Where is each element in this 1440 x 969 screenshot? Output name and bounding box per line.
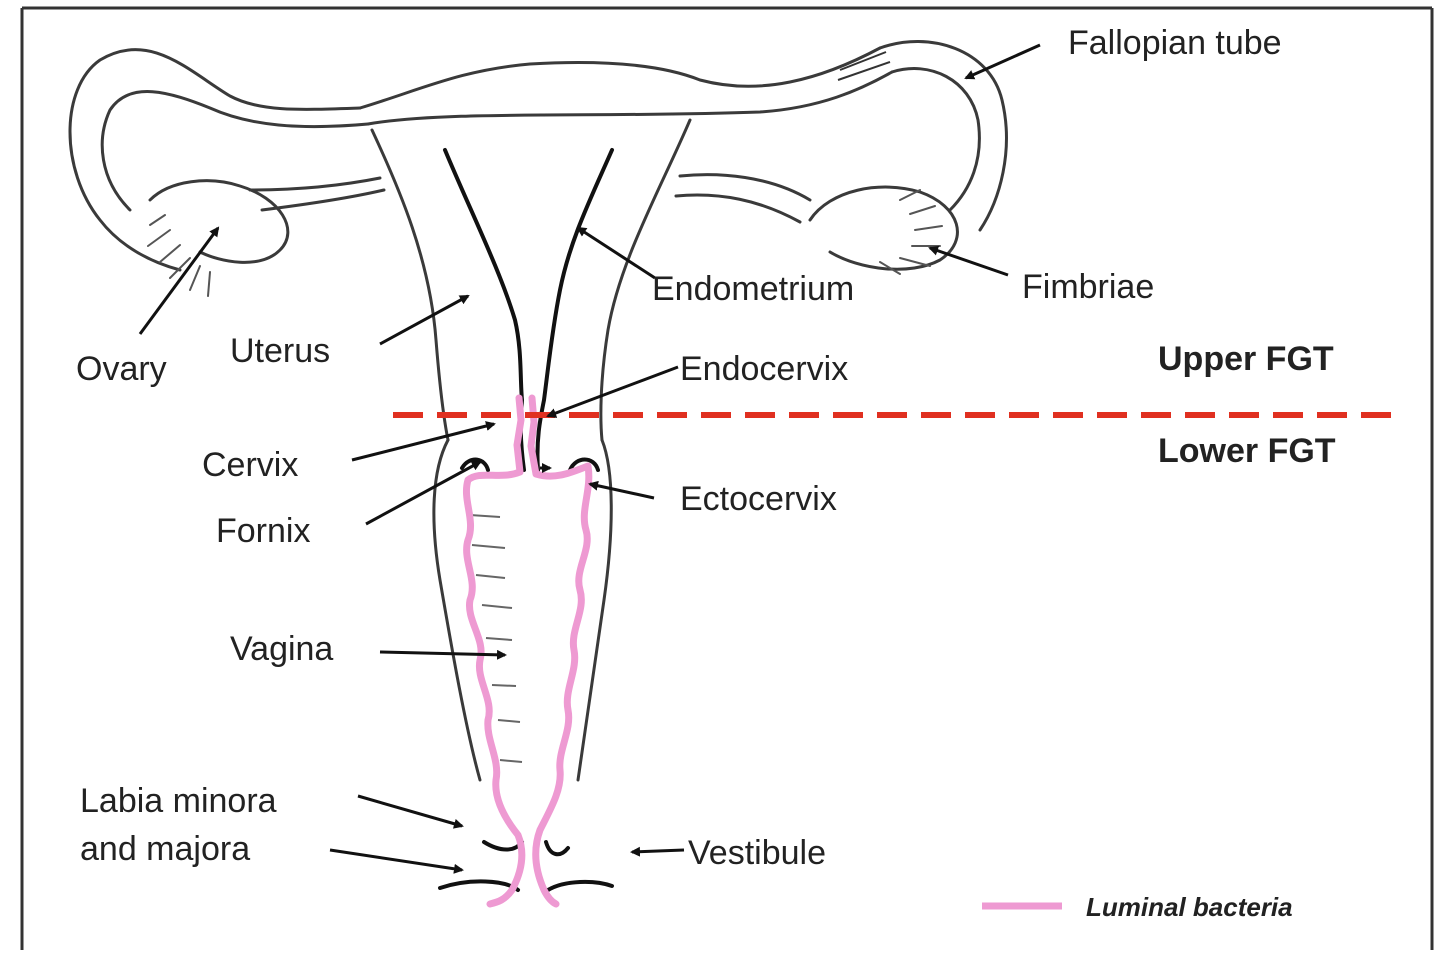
label-ovary: Ovary: [76, 350, 167, 388]
label-upper-fgt: Upper FGT: [1158, 340, 1334, 378]
label-labia-line2: and majora: [80, 830, 250, 868]
label-cervix: Cervix: [202, 446, 298, 484]
label-fimbriae: Fimbriae: [1022, 268, 1154, 306]
label-vagina: Vagina: [230, 630, 333, 668]
label-uterus: Uterus: [230, 332, 330, 370]
label-lower-fgt: Lower FGT: [1158, 432, 1336, 470]
label-vestibule: Vestibule: [688, 834, 826, 872]
label-fornix: Fornix: [216, 512, 310, 550]
label-labia-line1: Labia minora: [80, 782, 277, 820]
label-ectocervix: Ectocervix: [680, 480, 837, 518]
label-arrows: [138, 43, 1041, 874]
label-fallopian-tube: Fallopian tube: [1068, 24, 1282, 62]
diagram-frame: [20, 6, 1434, 950]
label-endocervix: Endocervix: [680, 350, 848, 388]
legend-label: Luminal bacteria: [1086, 892, 1293, 922]
legend: Luminal bacteria: [982, 892, 1293, 922]
label-endometrium: Endometrium: [652, 270, 854, 308]
luminal-bacteria-lining: [463, 394, 593, 908]
